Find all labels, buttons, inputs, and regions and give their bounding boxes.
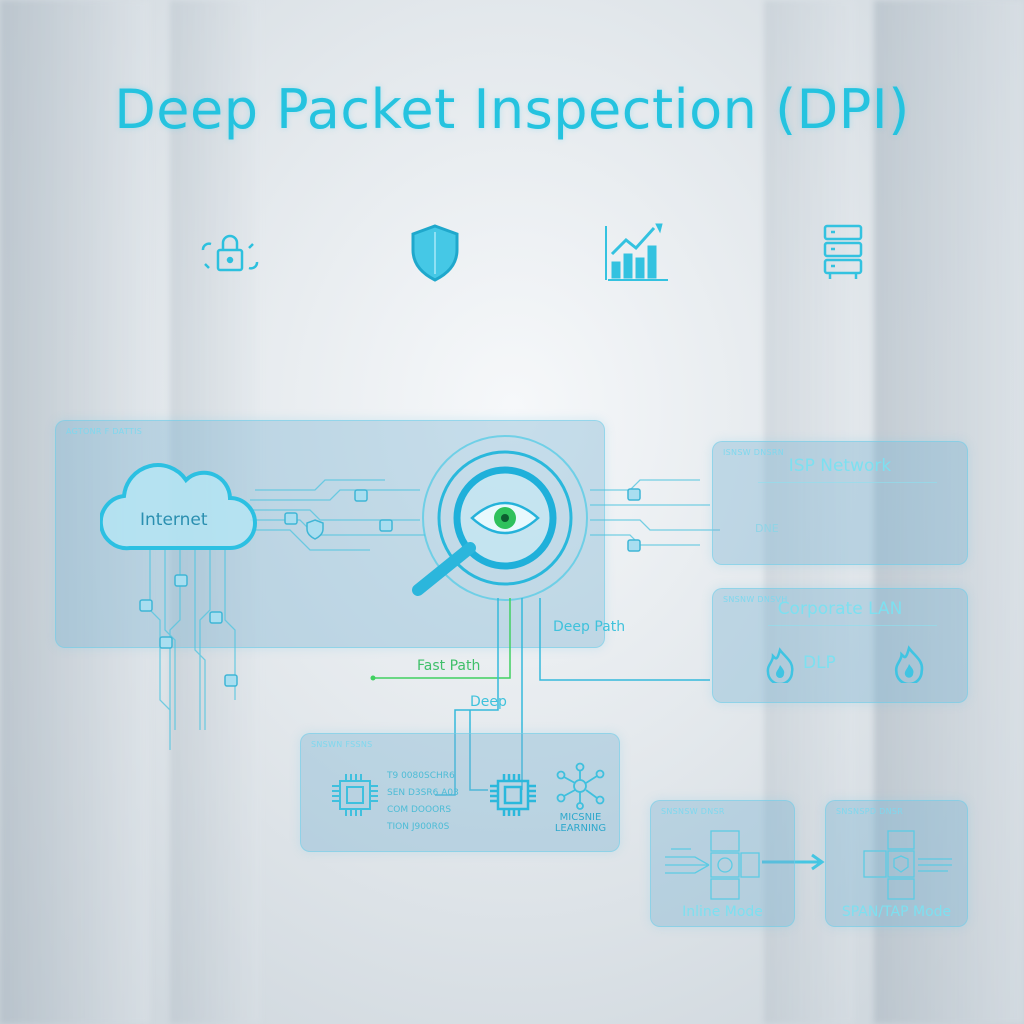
ml-label: MICSNIE LEARNING	[553, 812, 608, 834]
fast-path-label: Fast Path	[417, 658, 481, 674]
processing-panel: SNSWN FSSNS T9 0080SCHR6 SEN D3SR6 A03 C…	[300, 733, 620, 852]
panel-label: SNSNSW DNSR	[661, 807, 725, 816]
corporate-lan-panel: SNSNW DNSVH Corporate LAN DLP	[712, 588, 968, 703]
processing-specs: T9 0080SCHR6 SEN D3SR6 A03 COM DOOORS TI…	[387, 768, 459, 836]
cloud-icon	[100, 463, 257, 551]
panel-label: AGTONR F DATTIS	[66, 427, 143, 436]
panel-label: SNSNSPD DNSR	[836, 807, 904, 816]
span-diagram-icon	[863, 830, 952, 900]
spec-line: T9 0080SCHR6	[387, 771, 455, 781]
shield-icon	[411, 224, 459, 282]
lock-sync-icon	[201, 234, 259, 272]
panel-title: SPAN/TAP Mode	[841, 904, 952, 920]
panel-title: ISP Network	[788, 456, 892, 476]
server-rack-right-inner	[764, 0, 854, 1024]
spec-line: SEN D3SR6 A03	[387, 788, 459, 798]
dne-label: DNE	[755, 522, 779, 535]
spec-line: TION J900R0S	[387, 822, 450, 832]
span-tap-mode-panel: SNSNSPD DNSR SPAN/TAP Mode	[825, 800, 968, 927]
deep-label: Deep	[470, 694, 507, 710]
dlp-label: DLP	[803, 653, 836, 673]
cloud-label: Internet	[140, 510, 208, 530]
server-rack-right	[874, 0, 1024, 1024]
deep-path-label: Deep Path	[553, 619, 626, 635]
cpu-icon	[490, 774, 536, 816]
inline-mode-panel: SNSNSW DNSR Inline Mode	[650, 800, 795, 927]
firewall-icon	[894, 645, 924, 683]
isp-network-panel: ISNSW DNSRN ISP Network DNE	[712, 441, 968, 565]
panel-label: SNSNW DNSVH	[723, 595, 788, 604]
growth-chart-icon	[605, 223, 668, 281]
cpu-icon	[332, 774, 378, 816]
panel-title: Inline Mode	[682, 904, 763, 920]
spec-line: COM DOOORS	[387, 805, 452, 815]
neural-network-icon	[556, 762, 605, 810]
panel-label: ISNSW DNSRN	[723, 448, 785, 457]
panel-title: Corporate LAN	[777, 599, 903, 619]
page-title: Deep Packet Inspection (DPI)	[114, 78, 910, 141]
scan-ring	[422, 435, 588, 601]
ml-label-line: LEARNING	[554, 823, 607, 834]
ml-label-line: MICSNIE	[559, 812, 602, 823]
inline-diagram-icon	[665, 830, 760, 900]
firewall-icon	[766, 647, 794, 683]
server-icon	[823, 224, 863, 279]
panel-label: SNSWN FSSNS	[311, 740, 373, 749]
